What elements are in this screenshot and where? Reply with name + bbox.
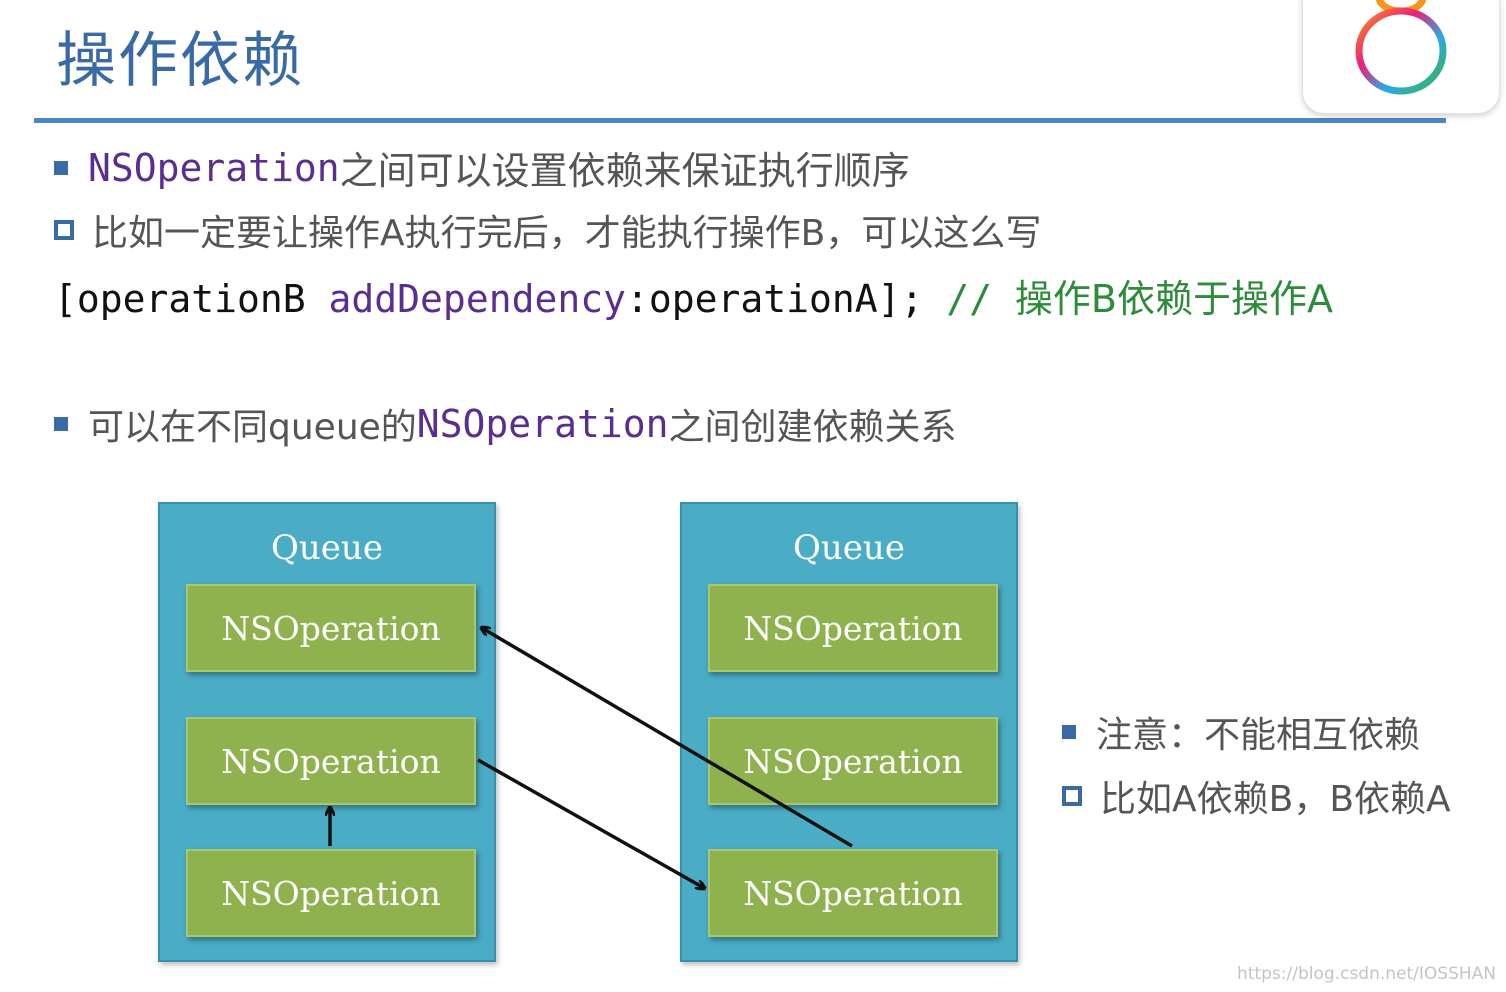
ios8-logo-icon	[1355, 0, 1447, 95]
bullet-3-post: 之间创建依赖关系	[668, 407, 957, 448]
arrow-cross-to-right-bottom	[477, 758, 704, 888]
note-2: 比如A依赖B，B依赖A	[1062, 770, 1451, 822]
code-comment-text: 操作B依赖于操作A	[1014, 277, 1333, 321]
bullet-3-code: NSOperation	[416, 402, 669, 446]
operation-box: NSOperation	[186, 849, 476, 937]
operation-box: NSOperation	[708, 849, 998, 937]
ios8-logo	[1302, 0, 1500, 114]
bullet-1: NSOperation 之间可以设置依赖来保证执行顺序	[54, 140, 910, 195]
bullet-hollow-square-icon	[54, 220, 74, 240]
queue-label: Queue	[271, 528, 383, 568]
note-1-text: 注意：不能相互依赖	[1096, 715, 1421, 756]
bullet-3-pre: 可以在不同queue的	[88, 407, 417, 448]
bullet-1-text: 之间可以设置依赖来保证执行顺序	[339, 149, 910, 193]
bullet-hollow-square-icon	[1062, 786, 1082, 806]
watermark: https://blog.csdn.net/IOSSHAN	[1237, 964, 1496, 984]
code-snippet: [operationB addDependency:operationA]; /…	[54, 268, 1333, 323]
operation-box: NSOperation	[708, 717, 998, 805]
note-2-text: 比如A依赖B，B依赖A	[1100, 779, 1451, 820]
code-rest: :operationA];	[625, 277, 947, 321]
code-comment-slashes: //	[946, 277, 1015, 321]
operation-box: NSOperation	[186, 717, 476, 805]
code-method: addDependency	[328, 277, 626, 321]
bullet-square-icon	[54, 417, 68, 431]
note-1: 注意：不能相互依赖	[1062, 706, 1420, 758]
bullet-square-icon	[1062, 725, 1076, 739]
queue-right: Queue NSOperation NSOperation NSOperatio…	[680, 502, 1018, 962]
operation-box: NSOperation	[186, 584, 476, 672]
bullet-2-text: 比如一定要让操作A执行完后，才能执行操作B，可以这么写	[92, 213, 1042, 254]
slide-title: 操作依赖	[56, 26, 304, 96]
queue-left: Queue NSOperation NSOperation NSOperatio…	[158, 502, 496, 962]
bullet-2: 比如一定要让操作A执行完后，才能执行操作B，可以这么写	[54, 204, 1041, 256]
title-divider	[34, 118, 1446, 123]
operation-box: NSOperation	[708, 584, 998, 672]
code-open: [operationB	[54, 277, 329, 321]
queue-label: Queue	[793, 528, 905, 568]
bullet-1-code: NSOperation	[88, 145, 340, 190]
bullet-3: 可以在不同queue的 NSOperation 之间创建依赖关系	[54, 398, 956, 450]
bullet-square-icon	[54, 160, 68, 175]
